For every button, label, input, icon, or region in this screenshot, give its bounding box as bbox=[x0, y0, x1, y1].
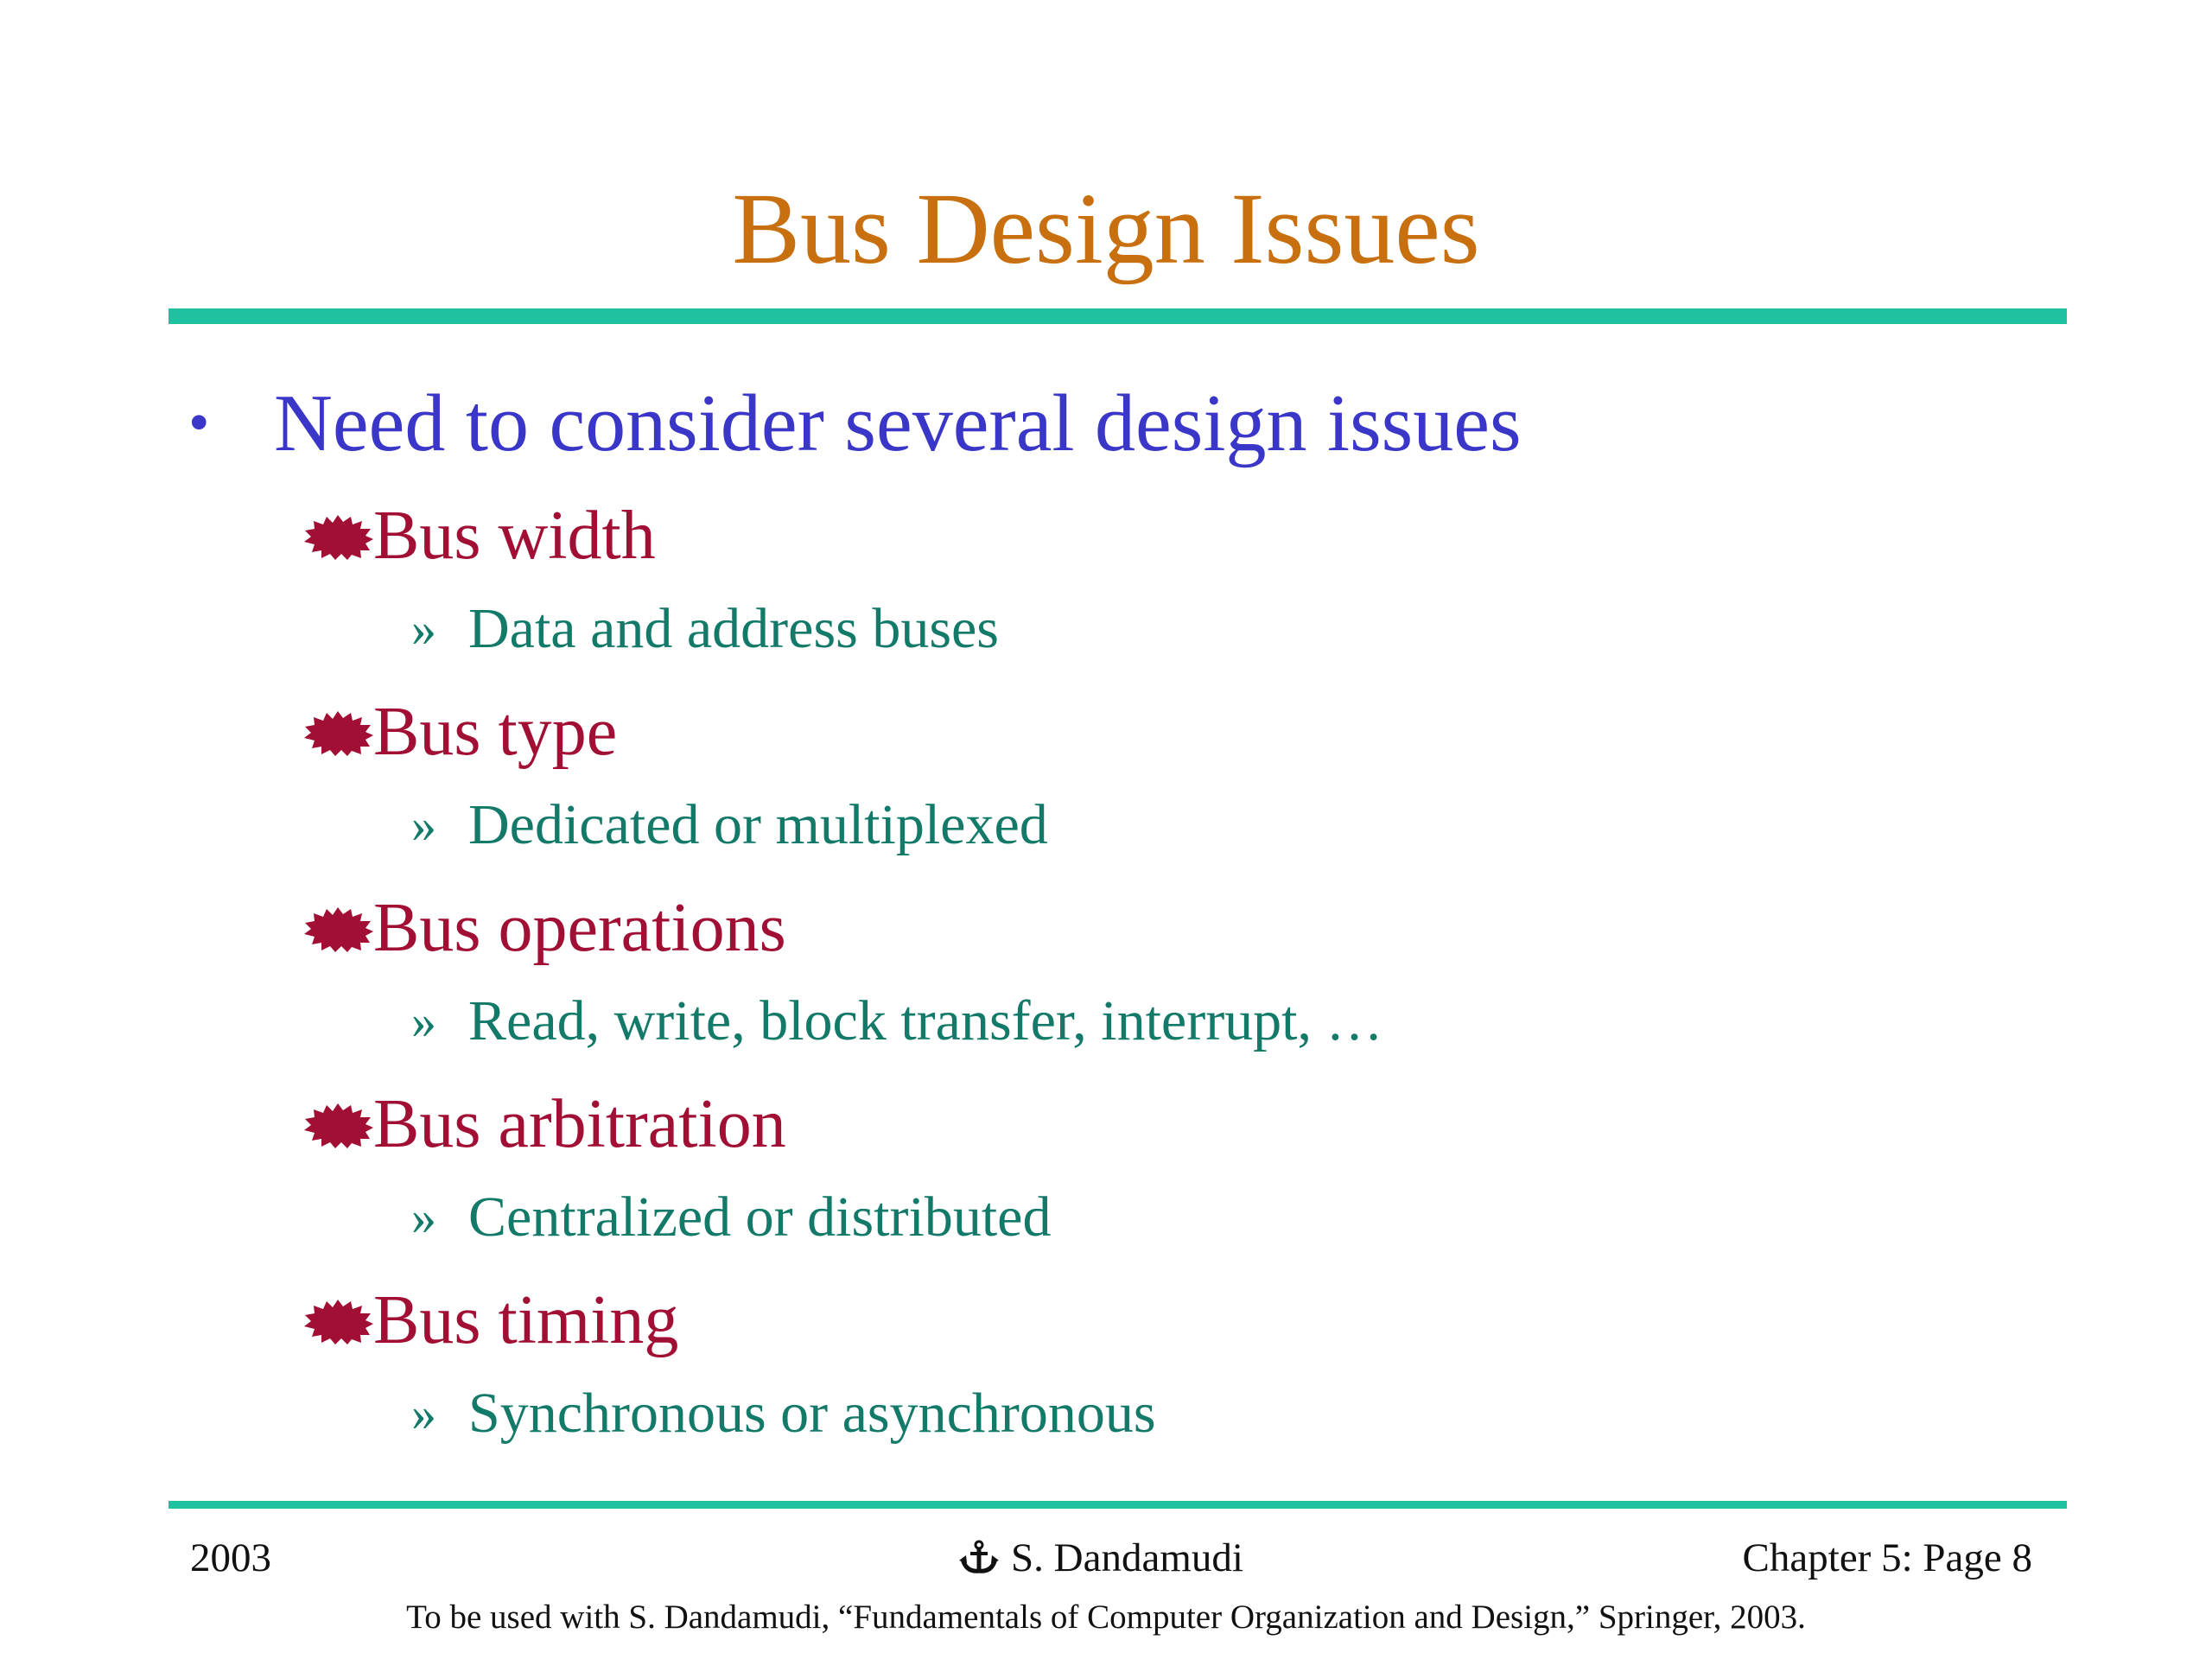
sub-bullet-label: Bus operations bbox=[373, 890, 786, 966]
footer-divider bbox=[168, 1501, 2067, 1509]
starburst-bullet-icon bbox=[304, 907, 373, 952]
anchor-icon bbox=[959, 1540, 999, 1573]
main-bullet-text: Need to consider several design issues bbox=[274, 378, 1522, 468]
sub-bullet-bus-arbitration: Bus arbitration bbox=[0, 1081, 2212, 1167]
detail-bullet-bus-arbitration: » Centralized or distributed bbox=[0, 1181, 2212, 1254]
sub-bullet-bus-width: Bus width bbox=[0, 493, 2212, 579]
detail-text: Data and address buses bbox=[468, 597, 999, 660]
footer-page: Chapter 5: Page 8 bbox=[1742, 1535, 2032, 1580]
sub-bullet-label: Bus arbitration bbox=[373, 1086, 786, 1162]
chevron-right-icon: » bbox=[411, 1385, 436, 1441]
footer-author: S. Dandamudi bbox=[959, 1532, 1243, 1584]
sub-bullet-bus-timing: Bus timing bbox=[0, 1277, 2212, 1363]
detail-bullet-bus-type: » Dedicated or multiplexed bbox=[0, 789, 2212, 861]
sub-bullet-label: Bus type bbox=[373, 694, 618, 770]
starburst-bullet-icon bbox=[304, 515, 373, 560]
sub-bullet-bus-operations: Bus operations bbox=[0, 885, 2212, 971]
sub-bullet-label: Bus width bbox=[373, 498, 656, 574]
starburst-bullet-icon bbox=[304, 1300, 373, 1344]
detail-bullet-bus-timing: » Synchronous or asynchronous bbox=[0, 1377, 2212, 1450]
detail-text: Read, write, block transfer, interrupt, … bbox=[468, 989, 1383, 1052]
detail-bullet-bus-operations: » Read, write, block transfer, interrupt… bbox=[0, 985, 2212, 1058]
detail-text: Synchronous or asynchronous bbox=[468, 1382, 1156, 1445]
sub-bullet-label: Bus timing bbox=[373, 1282, 679, 1358]
starburst-bullet-icon bbox=[304, 711, 373, 756]
detail-text: Dedicated or multiplexed bbox=[468, 793, 1048, 856]
detail-text: Centralized or distributed bbox=[468, 1185, 1052, 1249]
title-divider bbox=[168, 308, 2067, 324]
footer-author-name: S. Dandamudi bbox=[1011, 1535, 1243, 1580]
footer-caption: To be used with S. Dandamudi, “Fundament… bbox=[406, 1599, 1806, 1636]
main-bullet: • Need to consider several design issues bbox=[0, 372, 2212, 475]
chevron-right-icon: » bbox=[411, 797, 436, 853]
bullet-dot-icon: • bbox=[188, 390, 210, 456]
starburst-bullet-icon bbox=[304, 1103, 373, 1148]
footer-year: 2003 bbox=[190, 1535, 271, 1580]
sub-bullet-bus-type: Bus type bbox=[0, 689, 2212, 775]
slide-title: Bus Design Issues bbox=[732, 172, 1480, 285]
chevron-right-icon: » bbox=[411, 1189, 436, 1245]
chevron-right-icon: » bbox=[411, 993, 436, 1049]
detail-bullet-bus-width: » Data and address buses bbox=[0, 593, 2212, 665]
chevron-right-icon: » bbox=[411, 601, 436, 657]
